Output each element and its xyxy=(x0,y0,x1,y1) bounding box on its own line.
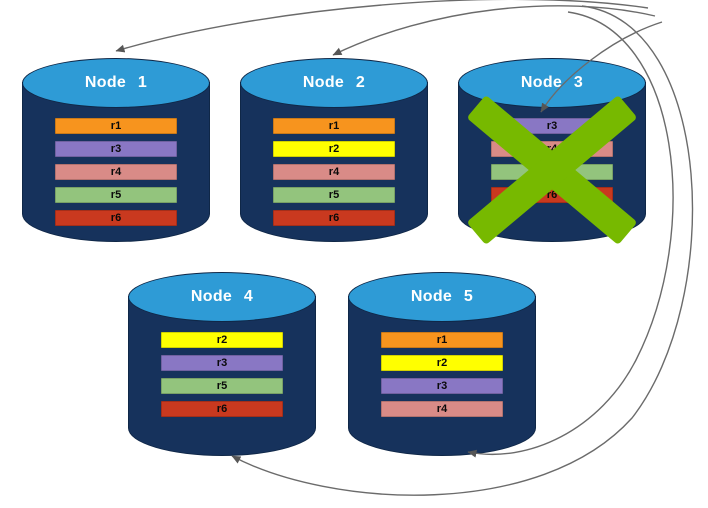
record-r5: r5 xyxy=(55,187,177,203)
record-r4: r4 xyxy=(273,164,395,180)
node-3-cylinder-top: Node 3 xyxy=(458,58,646,108)
record-r3: r3 xyxy=(381,378,503,394)
node-4-records: r2 r3 r5 r6 xyxy=(161,332,283,417)
record-r3: r3 xyxy=(161,355,283,371)
node-2-label: Node 2 xyxy=(302,74,366,91)
node-5-label: Node 5 xyxy=(410,288,474,305)
node-5-cylinder-top: Node 5 xyxy=(348,272,536,322)
record-r6: r6 xyxy=(491,187,613,203)
node-3: Node 3 r3 r4 r5 r6 xyxy=(458,58,646,246)
record-r2: r2 xyxy=(273,141,395,157)
node-5-records: r1 r2 r3 r4 xyxy=(381,332,503,417)
record-r4: r4 xyxy=(381,401,503,417)
record-r5: r5 xyxy=(491,164,613,180)
record-r2: r2 xyxy=(381,355,503,371)
node-4-cylinder-top: Node 4 xyxy=(128,272,316,322)
record-r6: r6 xyxy=(161,401,283,417)
node-4: Node 4 r2 r3 r5 r6 xyxy=(128,272,316,456)
node-1-label: Node 1 xyxy=(84,74,148,91)
record-r1: r1 xyxy=(273,118,395,134)
node-3-label: Node 3 xyxy=(520,74,584,91)
record-r6: r6 xyxy=(273,210,395,226)
record-r5: r5 xyxy=(273,187,395,203)
record-r1: r1 xyxy=(381,332,503,348)
record-r3: r3 xyxy=(491,118,613,134)
record-r4: r4 xyxy=(491,141,613,157)
node-4-label: Node 4 xyxy=(190,288,254,305)
arrow-to-node-2 xyxy=(332,5,656,56)
node-2: Node 2 r1 r2 r4 r5 r6 xyxy=(240,58,428,242)
arrow-to-node-1 xyxy=(115,0,649,53)
node-2-cylinder-top: Node 2 xyxy=(240,58,428,108)
node-1-cylinder-top: Node 1 xyxy=(22,58,210,108)
record-r1: r1 xyxy=(55,118,177,134)
record-r6: r6 xyxy=(55,210,177,226)
record-r5: r5 xyxy=(161,378,283,394)
record-r3: r3 xyxy=(55,141,177,157)
node-3-records: r3 r4 r5 r6 xyxy=(491,118,613,203)
record-r4: r4 xyxy=(55,164,177,180)
node-1-records: r1 r3 r4 r5 r6 xyxy=(55,118,177,226)
record-r2: r2 xyxy=(161,332,283,348)
node-1: Node 1 r1 r3 r4 r5 r6 xyxy=(22,58,210,242)
node-2-records: r1 r2 r4 r5 r6 xyxy=(273,118,395,226)
node-5: Node 5 r1 r2 r3 r4 xyxy=(348,272,536,456)
